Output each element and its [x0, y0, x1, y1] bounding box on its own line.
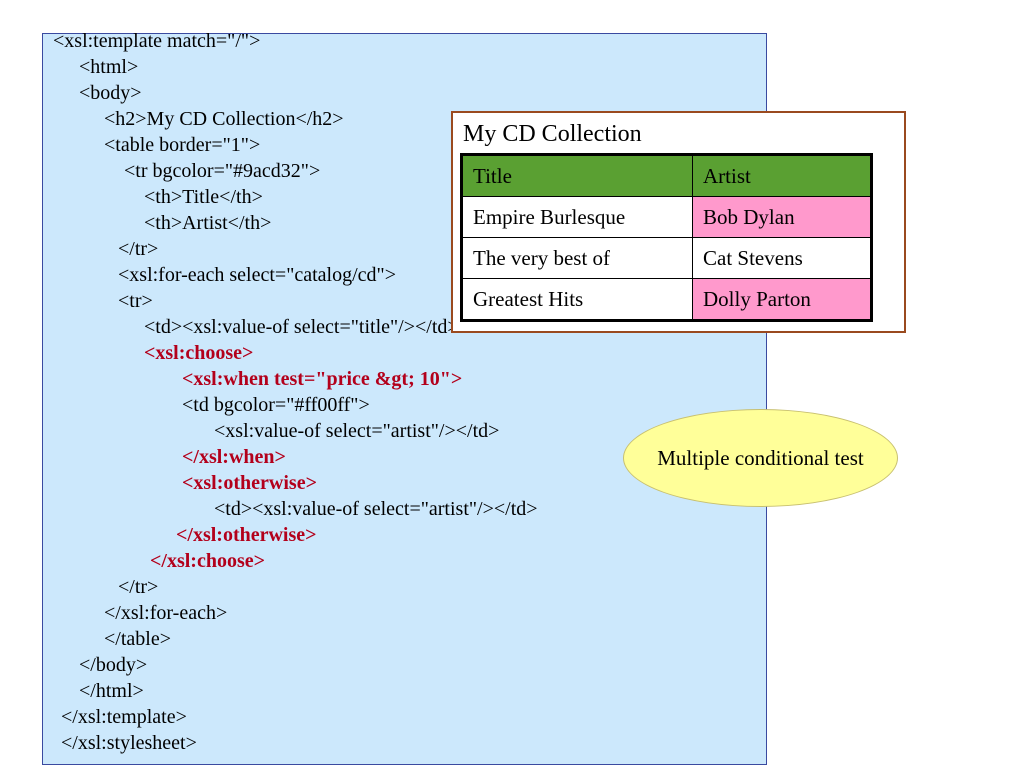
code-line: <xsl:value-of select="artist"/></td>: [214, 420, 500, 442]
code-line: <tr bgcolor="#9acd32">: [124, 160, 321, 182]
code-line: </body>: [79, 654, 148, 676]
code-line: </xsl:template>: [61, 706, 187, 728]
code-line: </xsl:when>: [182, 446, 286, 468]
code-line: <html>: [79, 56, 139, 78]
code-line: <td bgcolor="#ff00ff">: [182, 394, 370, 416]
code-line: <body>: [79, 82, 142, 104]
code-line: </xsl:stylesheet>: [61, 732, 197, 754]
code-line: </tr>: [118, 238, 159, 260]
code-line: </xsl:for-each>: [104, 602, 228, 624]
callout-ellipse: Multiple conditional test: [623, 409, 898, 507]
header-title: Title: [461, 154, 693, 197]
code-line: <table border="1">: [104, 134, 261, 156]
cell-artist: Dolly Parton: [692, 278, 872, 321]
code-line: <tr>: [118, 290, 153, 312]
header-artist: Artist: [692, 154, 872, 197]
html-output-preview: My CD Collection Title Artist Empire Bur…: [451, 111, 906, 333]
code-line: <xsl:template match="/">: [53, 30, 261, 52]
cell-title: Greatest Hits: [461, 278, 693, 321]
result-title: My CD Collection: [463, 121, 642, 147]
table-header-row: Title Artist: [461, 154, 872, 197]
cell-artist: Cat Stevens: [692, 237, 872, 279]
code-line: <xsl:choose>: [144, 342, 254, 364]
code-line: <h2>My CD Collection</h2>: [104, 108, 344, 130]
code-line: </html>: [79, 680, 144, 702]
cell-title: The very best of: [461, 237, 693, 279]
code-line: <th>Artist</th>: [144, 212, 272, 234]
code-line: <xsl:when test="price &gt; 10">: [182, 368, 463, 390]
code-line: <td><xsl:value-of select="artist"/></td>: [214, 498, 538, 520]
cell-artist: Bob Dylan: [692, 196, 872, 238]
code-line: </xsl:otherwise>: [176, 524, 317, 546]
code-line: </table>: [104, 628, 171, 650]
code-line: <th>Title</th>: [144, 186, 263, 208]
code-line: <xsl:otherwise>: [182, 472, 317, 494]
code-line: </xsl:choose>: [150, 550, 266, 572]
code-line: </tr>: [118, 576, 159, 598]
cell-title: Empire Burlesque: [461, 196, 693, 238]
code-line: <xsl:for-each select="catalog/cd">: [118, 264, 396, 286]
callout-text: Multiple conditional test: [657, 445, 864, 470]
code-line: <td><xsl:value-of select="title"/></td>: [144, 316, 459, 338]
